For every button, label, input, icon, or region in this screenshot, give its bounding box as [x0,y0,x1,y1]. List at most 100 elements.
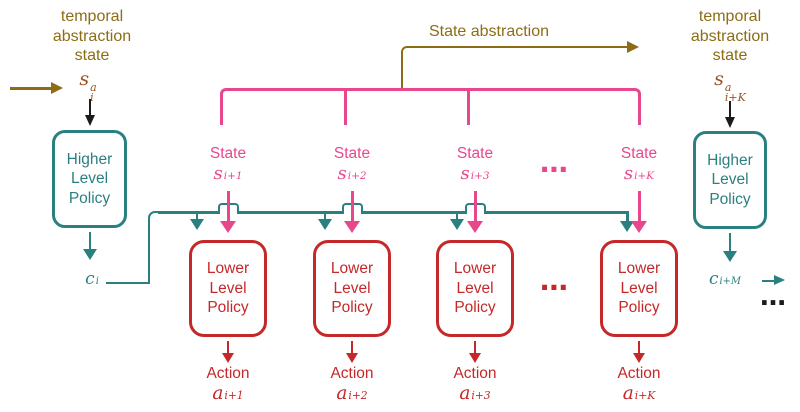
caption-line: temporal [698,8,762,25]
math-base: c [708,269,719,289]
math-base: s [714,68,724,90]
action-word: Action [453,365,497,382]
math-base: c [85,269,95,289]
math-base: a [336,383,348,404]
action-math: ai+2 [336,383,367,404]
math-base: s [460,163,470,184]
context-bus-main-line [158,211,629,214]
context-bus-end-arrow-head-icon [620,221,634,232]
context-bus-elbow [148,211,172,284]
teal-down-arrow-head-icon [723,251,737,262]
math-sub: i+K [634,170,655,182]
higher-level-policy-box-left: Higher Level Policy [52,130,127,228]
continuation-arrow-head-icon [774,274,785,285]
action-label-block: Action ai+3 [427,365,523,404]
action-math: ai+1 [212,383,243,404]
state-word: State [620,145,658,162]
math-base: s [337,163,347,184]
continuation-arrow-line [762,279,774,282]
state-arrow-head-icon [344,221,360,233]
math-sub: i+3 [471,389,491,402]
caption-line: abstraction [52,27,132,45]
teal-down-arrow-line [88,232,92,250]
bracket-stub [343,87,347,125]
box-line: Lower [330,260,374,278]
math-sub: i+2 [347,170,367,182]
box-line: Level [333,279,371,297]
action-word: Action [617,365,661,382]
state-abstraction-connector [401,46,628,90]
context-branch-arrow-head-icon [450,219,464,230]
action-label-block: Action ai+2 [304,365,400,404]
box-line: Policy [454,299,496,317]
box-line: Lower [617,260,661,278]
action-arrow-line [637,341,641,354]
context-branch-arrow-head-icon [318,219,332,230]
box-line: Level [456,279,494,297]
math-sup: a [724,80,732,94]
state-label-block: State si+3 [427,145,523,184]
state-fanout-bracket [220,87,641,125]
math-base: a [212,383,224,404]
state-math: si+3 [461,163,490,184]
box-line: Policy [68,189,111,207]
math-base: a [459,383,471,404]
box-line: Policy [331,299,373,317]
lower-level-policy-box: Lower Level Policy [436,240,514,337]
caption-line: state [74,47,110,64]
box-line: Higher [707,151,753,169]
state-label-block: State si+2 [304,145,400,184]
math-sub: i [95,276,99,287]
state-arrow-line [350,191,354,222]
box-line: Level [620,279,658,297]
state-word: State [333,145,371,162]
teal-down-arrow-head-icon [83,249,97,260]
math-sup: a [90,80,97,94]
policy-row-ellipsis: ⋯ [540,271,568,304]
math-latent-right: ci+M [696,269,754,289]
black-down-arrow-head-icon [84,115,95,126]
state-abstraction-label: State abstraction [428,23,550,40]
lower-level-policy-box: Lower Level Policy [189,240,267,337]
state-row-ellipsis: ⋯ [540,153,568,186]
black-down-arrow-head-icon [724,117,735,128]
math-sub: i+K [634,389,656,402]
lower-level-policy-box: Lower Level Policy [313,240,391,337]
temporal-input-arrow-head-icon [51,81,63,94]
context-bus-feed-line [106,281,150,284]
caption-line: state [712,47,748,64]
temporal-input-arrow-line [10,87,51,90]
higher-level-policy-box-right: Higher Level Policy [693,131,767,229]
action-word: Action [206,365,250,382]
state-abstraction-arrow-head-icon [627,41,639,53]
box-line: Level [70,170,109,188]
action-label-block: Action ai+K [591,365,687,404]
math-base: s [623,163,634,184]
state-word: State [209,145,247,162]
math-base: a [622,383,634,404]
action-arrow-head-icon [221,353,234,363]
math-base: s [213,163,223,184]
action-word: Action [330,365,374,382]
caption-line: temporal [60,8,124,25]
caption-line: abstraction [690,27,770,45]
state-word: State [456,145,494,162]
action-arrow-head-icon [345,353,358,363]
box-line: Lower [206,260,250,278]
action-math: ai+K [623,383,655,404]
black-down-arrow-line [89,99,91,116]
state-math: si+2 [338,163,367,184]
teal-down-arrow-line [728,233,732,252]
math-sub: i+1 [223,170,243,182]
state-arrow-line [226,191,230,222]
context-branch-line [323,213,327,220]
context-branch-line [455,213,459,220]
box-line: Lower [453,260,497,278]
math-sub: i+1 [224,389,244,402]
box-line: Level [711,171,749,189]
action-math: ai+3 [459,383,490,404]
state-math: si+K [624,163,654,184]
box-line: Policy [207,299,249,317]
